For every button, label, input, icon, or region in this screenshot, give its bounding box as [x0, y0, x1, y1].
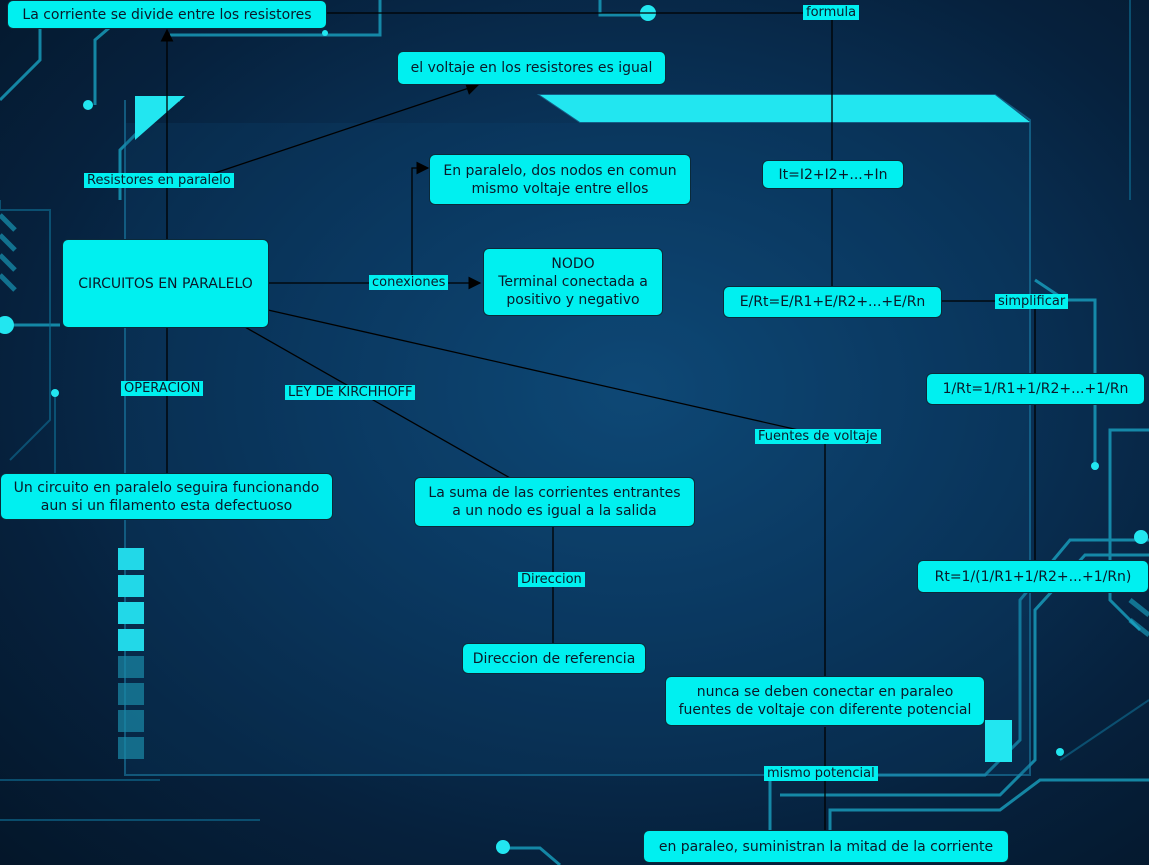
node-inv-rt[interactable]: 1/Rt=1/R1+1/R2+...+1/Rn — [926, 373, 1145, 405]
node-dos-nodos[interactable]: En paralelo, dos nodos en comun mismo vo… — [429, 154, 691, 205]
node-nodo[interactable]: NODO Terminal conectada a positivo y neg… — [483, 248, 663, 316]
link-label-kirchhoff: LEY DE KIRCHHOFF — [285, 385, 416, 400]
node-corriente-divide[interactable]: La corriente se divide entre los resisto… — [7, 0, 327, 29]
node-rt[interactable]: Rt=1/(1/R1+1/R2+...+1/Rn) — [917, 560, 1149, 593]
link-label-formula: formula — [803, 5, 860, 20]
node-voltaje-igual[interactable]: el voltaje en los resistores es igual — [397, 51, 666, 85]
link-label-direccion: Direccion — [518, 572, 585, 587]
link-label-fuentes: Fuentes de voltaje — [755, 429, 881, 444]
node-suma-corrientes[interactable]: La suma de las corrientes entrantes a un… — [414, 477, 695, 527]
node-filamento[interactable]: Un circuito en paralelo seguira funciona… — [0, 473, 333, 520]
link-label-operacion: OPERACION — [121, 381, 204, 396]
link-label-mismo-potencial: mismo potencial — [764, 766, 878, 781]
node-e-rt[interactable]: E/Rt=E/R1+E/R2+...+E/Rn — [723, 286, 942, 318]
link-label-conexiones: conexiones — [369, 275, 449, 290]
node-nunca-conectar[interactable]: nunca se deben conectar en paraleo fuent… — [665, 676, 985, 726]
node-direccion-referencia[interactable]: Direccion de referencia — [462, 643, 646, 674]
node-it-formula[interactable]: It=I2+I2+...+In — [762, 160, 904, 189]
link-label-resistores: Resistores en paralelo — [84, 173, 234, 188]
link-label-simplificar: simplificar — [995, 294, 1069, 309]
node-mitad-corriente[interactable]: en paraleo, suministran la mitad de la c… — [643, 830, 1009, 863]
root-concept[interactable]: CIRCUITOS EN PARALELO — [62, 239, 269, 328]
